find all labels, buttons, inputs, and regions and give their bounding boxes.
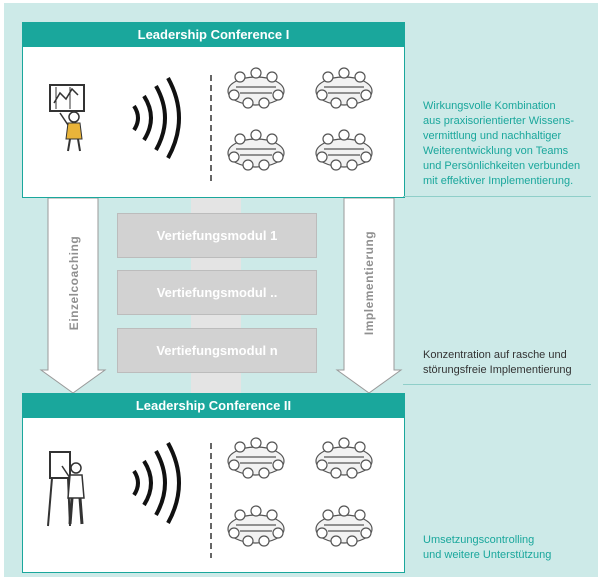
conference-bottom-title: Leadership Conference II (23, 394, 404, 418)
divider-bottom (210, 443, 212, 558)
note-line-top (403, 196, 591, 197)
module-n: Vertiefungsmodul n (117, 328, 317, 373)
note-top-line: Weiterentwicklung von Teams (423, 145, 569, 157)
flipchart-presenter-icon (47, 451, 85, 527)
note-middle-line: störungsfreie Implementierung (423, 364, 572, 376)
implementierung-label: Implementierung (362, 230, 376, 336)
sound-waves-icon-bottom (132, 442, 181, 524)
diagram-canvas: Einzelcoaching Implementierung Vertiefun… (4, 3, 598, 577)
note-bottom-line: Umsetzungscontrolling (423, 534, 535, 546)
note-top-line: und Persönlichkeiten verbunden (423, 160, 581, 172)
note-top-line: mit effektiver Implementierung. (423, 175, 574, 187)
team-group-icon-bottom (227, 437, 373, 547)
presenter-icon (49, 84, 85, 152)
note-bottom-line: und weitere Unterstützung (423, 549, 552, 561)
einzelcoaching-label: Einzelcoaching (67, 235, 81, 331)
divider-top (210, 75, 212, 185)
note-bottom: Umsetzungscontrolling und weitere Unters… (423, 533, 598, 563)
note-middle-line: Konzentration auf rasche und (423, 349, 567, 361)
note-line-middle (403, 384, 591, 385)
note-top-line: vermittlung und nachhaltiger (423, 130, 562, 142)
einzelcoaching-arrow (39, 197, 403, 394)
conference-top-title: Leadership Conference I (23, 23, 404, 47)
sound-waves-icon (132, 77, 181, 159)
note-top-line: aus praxisorientierter Wissens- (423, 115, 574, 127)
note-middle: Konzentration auf rasche und störungsfre… (423, 348, 598, 378)
module-1: Vertiefungsmodul 1 (117, 213, 317, 258)
note-top: Wirkungsvolle Kombination aus praxisorie… (423, 99, 598, 189)
module-middle: Vertiefungsmodul .. (117, 270, 317, 315)
team-group-icon (227, 67, 373, 171)
note-top-line: Wirkungsvolle Kombination (423, 100, 556, 112)
conference-top-box: Leadership Conference I (22, 22, 405, 198)
